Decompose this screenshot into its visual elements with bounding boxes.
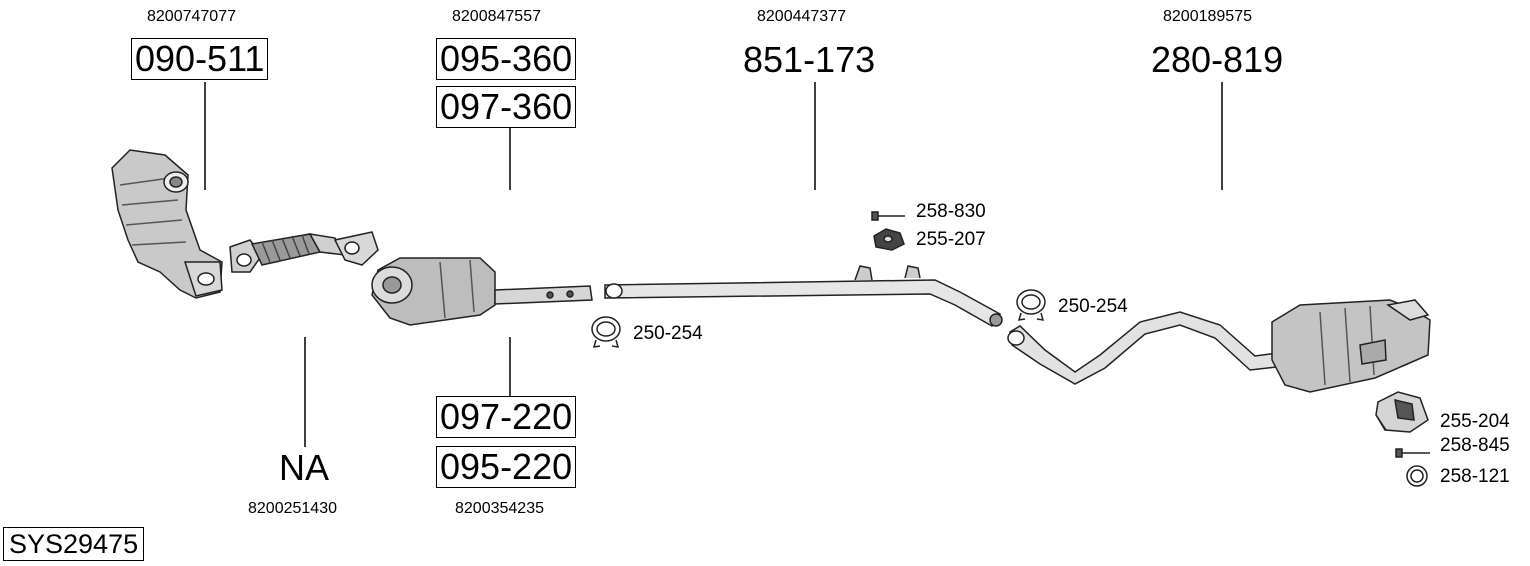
part-number-box-095-220[interactable]: 095-220 <box>436 446 577 488</box>
part-number-box-097-220[interactable]: 097-220 <box>436 396 577 438</box>
part-number-851-173[interactable]: 851-173 <box>743 39 876 80</box>
clamp-right-icon <box>1016 289 1046 321</box>
middle-pipe-part <box>604 265 1003 327</box>
oem-number-middle-pipe: 8200447377 <box>757 8 846 25</box>
rear-silencer-part <box>1007 299 1431 393</box>
part-number-na: NA <box>279 447 330 488</box>
front-catalyst-part <box>111 149 223 299</box>
leader-lines <box>204 82 1223 447</box>
accessory-label-250-254-right[interactable]: 250-254 <box>1058 296 1128 317</box>
part-number-280-819[interactable]: 280-819 <box>1151 39 1284 80</box>
oem-number-catalyst-lower: 8200354235 <box>455 500 544 517</box>
flex-pipe-part <box>229 231 379 273</box>
rubber-mount-rear-icon <box>1375 391 1429 433</box>
oem-number-catalyst-mid: 8200847557 <box>452 8 541 25</box>
system-id-label: SYS29475 <box>3 527 145 561</box>
part-number-box-095-360[interactable]: 095-360 <box>436 38 577 80</box>
accessory-label-258-845[interactable]: 258-845 <box>1440 435 1510 456</box>
accessory-label-255-204[interactable]: 255-204 <box>1440 411 1510 432</box>
accessory-label-255-207[interactable]: 255-207 <box>916 229 986 250</box>
accessory-label-250-254-left[interactable]: 250-254 <box>633 323 703 344</box>
ring-rear-icon <box>1406 465 1428 487</box>
mid-catalyst-part <box>371 257 593 326</box>
accessory-label-258-830[interactable]: 258-830 <box>916 201 986 222</box>
bolt-top-icon <box>871 211 905 221</box>
oem-number-catalyst-front: 8200747077 <box>147 8 236 25</box>
part-number-box-097-360[interactable]: 097-360 <box>436 86 577 128</box>
clamp-left-icon <box>591 316 621 348</box>
oem-number-rear-silencer: 8200189575 <box>1163 8 1252 25</box>
part-number-box-090-511[interactable]: 090-511 <box>131 38 269 80</box>
accessory-label-258-121[interactable]: 258-121 <box>1440 466 1510 487</box>
oem-number-flex-pipe: 8200251430 <box>248 500 337 517</box>
rubber-mount-top-icon <box>873 228 905 251</box>
bolt-rear-icon <box>1395 448 1430 458</box>
